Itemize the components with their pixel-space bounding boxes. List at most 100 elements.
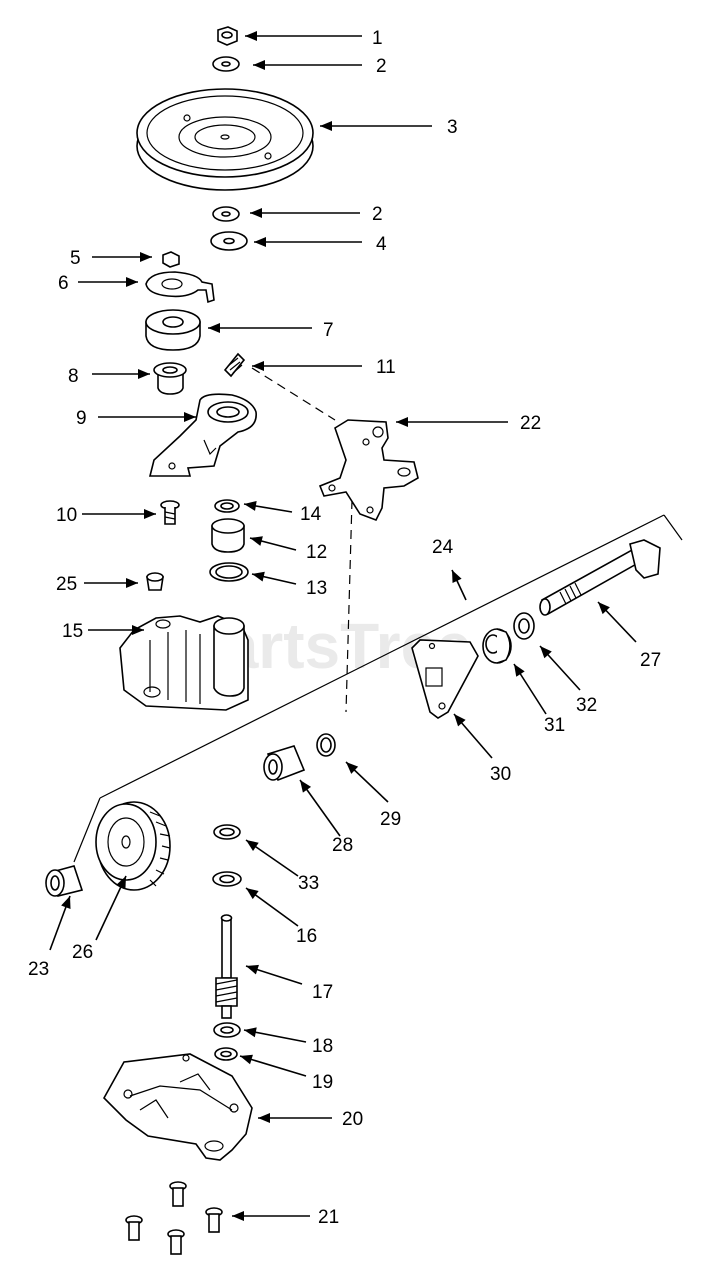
callout-c25: 25 <box>56 574 138 595</box>
part-2-washer-top <box>212 56 240 72</box>
callout-label-c10: 10 <box>56 505 77 526</box>
callout-c29: 29 <box>345 761 401 830</box>
callout-label-c28: 28 <box>332 835 353 856</box>
callout-c26: 26 <box>72 875 127 963</box>
arrowhead-c7 <box>208 323 220 333</box>
dashed-guide-vertical <box>345 499 353 713</box>
arrowhead-c1 <box>245 31 257 41</box>
callout-label-c13: 13 <box>306 578 327 599</box>
callout-c33: 33 <box>245 839 319 894</box>
callout-label-c30: 30 <box>490 764 511 785</box>
callout-label-c9: 9 <box>76 408 87 429</box>
arrowhead-c16 <box>246 888 259 900</box>
callout-label-c29: 29 <box>380 809 401 830</box>
callout-label-c18: 18 <box>312 1036 333 1057</box>
callout-c14: 14 <box>243 501 322 525</box>
callout-label-c12: 12 <box>306 542 327 563</box>
callout-label-c4: 4 <box>376 234 387 255</box>
callout-label-c8: 8 <box>68 366 79 387</box>
arrowhead-c11 <box>252 361 264 371</box>
callout-label-c26: 26 <box>72 942 93 963</box>
callout-label-c19: 19 <box>312 1072 333 1093</box>
part-22-bracket <box>318 419 419 522</box>
callout-label-c14: 14 <box>300 504 322 525</box>
part-30-plate <box>411 639 479 719</box>
arrowhead-c30 <box>454 714 466 727</box>
callout-c11: 11 <box>252 357 396 378</box>
callout-c3: 3 <box>320 117 458 138</box>
callout-c30: 30 <box>453 713 511 785</box>
arrowhead-c25 <box>126 578 138 588</box>
callout-c7: 7 <box>208 320 334 341</box>
callout-label-c23: 23 <box>28 959 49 980</box>
part-27-axle <box>539 539 661 616</box>
callout-label-c24: 24 <box>432 537 454 558</box>
callout-label-c1: 1 <box>372 28 383 49</box>
part-12-bushing <box>211 518 245 553</box>
callout-label-c2a: 2 <box>376 56 387 77</box>
arrowhead-c12 <box>250 536 263 546</box>
part-16-washer <box>212 871 242 887</box>
arrowhead-c33 <box>246 840 259 851</box>
part-18-washer <box>213 1022 241 1038</box>
part-19-washer <box>214 1047 238 1061</box>
callout-label-c16: 16 <box>296 926 317 947</box>
part-32-washer <box>513 612 535 640</box>
callout-label-c33: 33 <box>298 873 319 894</box>
callout-label-c25: 25 <box>56 574 77 595</box>
assembly-line-right <box>663 514 683 541</box>
callout-label-c31: 31 <box>544 715 565 736</box>
arrowhead-c21 <box>232 1211 244 1221</box>
arrowhead-c13 <box>252 571 265 582</box>
callout-c24: 24 <box>432 537 467 601</box>
arrowhead-c17 <box>246 964 259 975</box>
callout-c20: 20 <box>258 1109 363 1130</box>
arrowhead-c27 <box>598 602 610 615</box>
part-20-housing-lower <box>103 1053 253 1161</box>
callout-c6: 6 <box>58 273 138 294</box>
part-29-ring <box>316 733 336 757</box>
arrowhead-c23 <box>61 896 71 909</box>
part-13-washer <box>209 562 249 582</box>
arrowhead-c24 <box>452 570 462 583</box>
arrowhead-c19 <box>240 1054 253 1065</box>
callout-label-c7: 7 <box>323 320 334 341</box>
callout-label-c5: 5 <box>70 248 81 269</box>
assembly-line-left <box>73 797 101 863</box>
part-17-worm-shaft <box>215 914 238 1019</box>
callout-c2b: 2 <box>250 204 383 225</box>
arrowhead-c3 <box>320 121 332 131</box>
callout-c15: 15 <box>62 621 144 642</box>
arrowhead-c20 <box>258 1113 270 1123</box>
arrowhead-c6 <box>126 277 138 287</box>
arrowhead-c32 <box>540 646 552 659</box>
arrowhead-c26 <box>116 876 126 889</box>
assembly-line <box>99 514 665 799</box>
callout-label-c11: 11 <box>376 357 396 378</box>
part-23-bushing <box>45 865 84 897</box>
callout-c4: 4 <box>254 234 387 255</box>
callout-c27: 27 <box>597 601 661 671</box>
arrowhead-c8 <box>138 369 150 379</box>
part-25-plug <box>146 572 164 591</box>
arrowhead-c29 <box>346 762 359 774</box>
part-21-screws <box>125 1181 223 1255</box>
callout-label-c20: 20 <box>342 1109 363 1130</box>
arrowhead-c31 <box>514 664 525 677</box>
arrowhead-c10 <box>144 509 156 519</box>
arrowhead-c4 <box>254 237 266 247</box>
part-26-gear <box>95 801 171 891</box>
callout-label-c2b: 2 <box>372 204 383 225</box>
arrowhead-c5 <box>140 252 152 262</box>
part-15-housing-upper <box>119 615 249 711</box>
part-14-washer <box>214 499 240 513</box>
callout-c18: 18 <box>243 1027 333 1057</box>
part-5-nut <box>162 251 180 268</box>
callout-label-c32: 32 <box>576 695 597 716</box>
callout-c5: 5 <box>70 248 152 269</box>
arrowhead-c2b <box>250 208 262 218</box>
callout-c12: 12 <box>249 536 327 563</box>
part-3-pulley <box>136 88 314 191</box>
arrowhead-c18 <box>244 1027 257 1038</box>
